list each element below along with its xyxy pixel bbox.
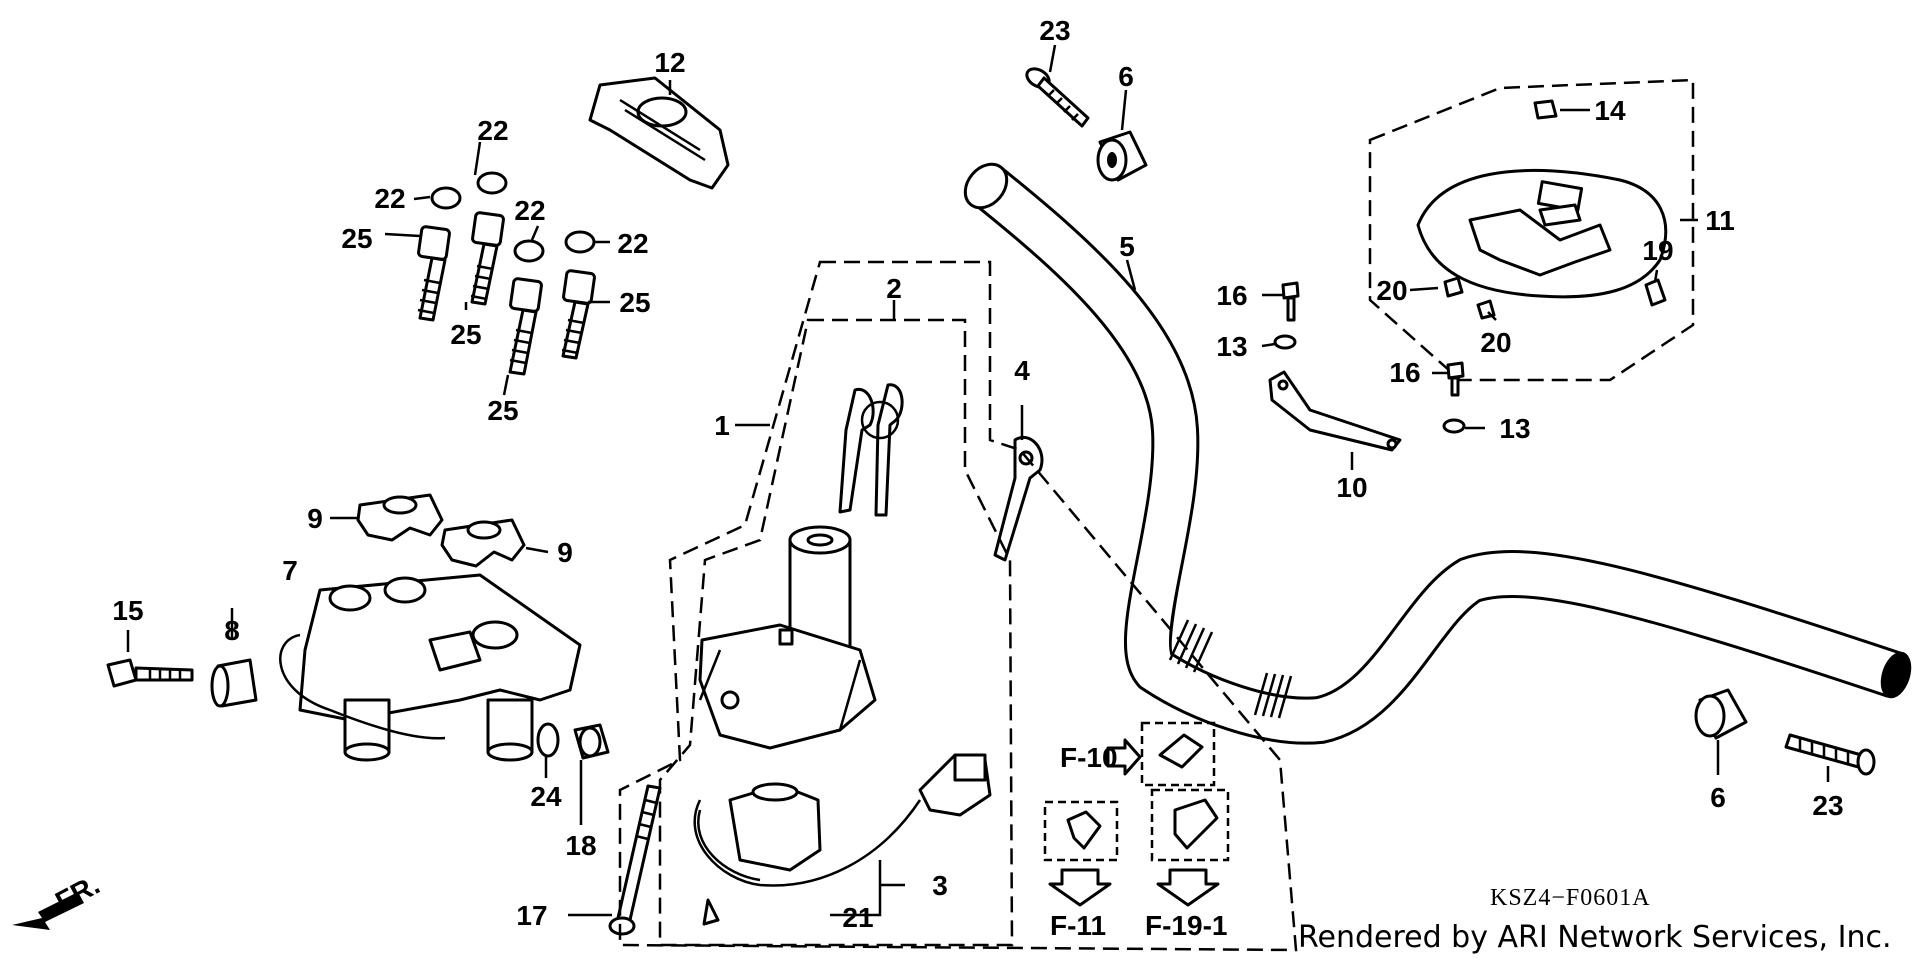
- callout-16-a[interactable]: 16: [1216, 280, 1247, 311]
- callout-11[interactable]: 11: [1705, 205, 1735, 236]
- ref-f11[interactable]: F-11: [1050, 910, 1106, 941]
- cap-22-d[interactable]: [564, 230, 596, 254]
- arrow-left-f10: [1106, 738, 1142, 776]
- callout-25-c[interactable]: 25: [619, 287, 650, 318]
- callout-25-b[interactable]: 25: [450, 319, 481, 350]
- callout-23-lower[interactable]: 23: [1812, 790, 1843, 821]
- leader-lines: [126, 44, 1830, 917]
- callout-9-a[interactable]: 9: [307, 503, 323, 534]
- callout-10[interactable]: 10: [1336, 472, 1367, 503]
- nut-20-a-part[interactable]: [1443, 276, 1464, 298]
- top-bridge-part[interactable]: [279, 573, 582, 762]
- callout-19[interactable]: 19: [1642, 235, 1673, 266]
- damper-6-upper-part[interactable]: [1096, 130, 1148, 182]
- grommet-19-part[interactable]: [1644, 278, 1667, 307]
- arrow-down-f19: [1156, 868, 1220, 907]
- callout-23-upper[interactable]: 23: [1039, 15, 1070, 46]
- nut-18-part[interactable]: [573, 723, 610, 760]
- credit-text: Rendered by ARI Network Services, Inc.: [1298, 920, 1892, 955]
- callout-13-a[interactable]: 13: [1216, 331, 1247, 362]
- bolt-23-lower-part[interactable]: [1784, 733, 1876, 776]
- callout-25-a[interactable]: 25: [341, 223, 372, 254]
- diagram-code: KSZ4−F0601A: [1490, 885, 1651, 911]
- bolt-16-a-part[interactable]: [1281, 281, 1300, 322]
- callout-1[interactable]: 1: [714, 410, 730, 441]
- key-set-part[interactable]: [838, 383, 904, 517]
- callout-20-b[interactable]: 20: [1480, 327, 1511, 358]
- grommet-14-part[interactable]: [1533, 99, 1558, 120]
- callout-18[interactable]: 18: [565, 830, 596, 861]
- switch-base-part[interactable]: [693, 753, 992, 926]
- callout-4[interactable]: 4: [1014, 355, 1030, 386]
- cap-22-c[interactable]: [513, 239, 545, 263]
- callout-5[interactable]: 5: [1119, 231, 1135, 262]
- callout-20-a[interactable]: 20: [1376, 275, 1407, 306]
- bolt-17-part[interactable]: [608, 784, 662, 936]
- callout-2[interactable]: 2: [886, 273, 902, 304]
- callout-21[interactable]: 21: [842, 902, 873, 933]
- callout-22-c[interactable]: 22: [514, 195, 545, 226]
- callout-6-upper[interactable]: 6: [1118, 61, 1134, 92]
- damper-6-lower-part[interactable]: [1694, 688, 1748, 740]
- callout-17[interactable]: 17: [516, 900, 547, 931]
- assembly-outline-2: [658, 318, 1014, 947]
- bolt-25-a[interactable]: [417, 225, 451, 322]
- bolt-25-c[interactable]: [508, 277, 543, 376]
- washer-24-part[interactable]: [536, 722, 560, 758]
- callout-3[interactable]: 3: [932, 870, 948, 901]
- meter-cover-outline: [1368, 78, 1695, 382]
- callout-14[interactable]: 14: [1594, 95, 1626, 126]
- ignition-cylinder-part[interactable]: [698, 525, 877, 750]
- arrow-down-f11: [1048, 868, 1112, 907]
- cap-22-b[interactable]: [476, 171, 508, 195]
- callout-15[interactable]: 15: [112, 595, 143, 626]
- callout-13-b[interactable]: 13: [1499, 413, 1530, 444]
- cap-22-a[interactable]: [430, 186, 462, 210]
- meter-cover-part[interactable]: [1416, 168, 1668, 299]
- ref-f10[interactable]: F-10: [1060, 742, 1118, 773]
- lower-holder-9-b[interactable]: [440, 518, 526, 568]
- washer-13-a-part[interactable]: [1273, 334, 1297, 350]
- connector-f10-part[interactable]: [1140, 721, 1216, 787]
- callout-22-b[interactable]: 22: [374, 183, 405, 214]
- callout-24[interactable]: 24: [530, 781, 562, 812]
- ref-f19[interactable]: F-19-1: [1145, 910, 1227, 941]
- handlebar-part[interactable]: [957, 156, 1917, 745]
- callout-25-d[interactable]: 25: [487, 395, 518, 426]
- callout-6-lower[interactable]: 6: [1710, 782, 1726, 813]
- bolt-16-b-part[interactable]: [1446, 361, 1465, 397]
- bolt-25-b[interactable]: [470, 211, 505, 306]
- callout-22-a[interactable]: 22: [477, 115, 508, 146]
- bolt-15-part[interactable]: [106, 658, 194, 688]
- callout-labels: 12 23 6 5 14 11 19 20 20 16 13 16 13 10 …: [112, 15, 1843, 933]
- lower-holder-9-a[interactable]: [356, 493, 444, 542]
- bolt-23-upper-part[interactable]: [1024, 65, 1090, 128]
- front-direction-arrow: FR.: [12, 869, 105, 930]
- callout-16-b[interactable]: 16: [1389, 357, 1420, 388]
- bolt-25-d[interactable]: [561, 269, 596, 360]
- callout-9-b[interactable]: 9: [557, 537, 573, 568]
- callout-12[interactable]: 12: [654, 47, 685, 78]
- callout-22-d[interactable]: 22: [617, 228, 648, 259]
- callout-7[interactable]: 7: [282, 555, 298, 586]
- collar-8-part[interactable]: [210, 658, 258, 708]
- upper-holder-part[interactable]: [588, 76, 730, 190]
- bracket-10-part[interactable]: [1268, 370, 1402, 452]
- connector-f11-part[interactable]: [1043, 800, 1119, 862]
- washer-13-b-part[interactable]: [1442, 418, 1466, 434]
- assembly-outline-1: [618, 260, 1298, 952]
- callout-8[interactable]: 8: [224, 615, 240, 646]
- connector-f19-part[interactable]: [1150, 788, 1230, 862]
